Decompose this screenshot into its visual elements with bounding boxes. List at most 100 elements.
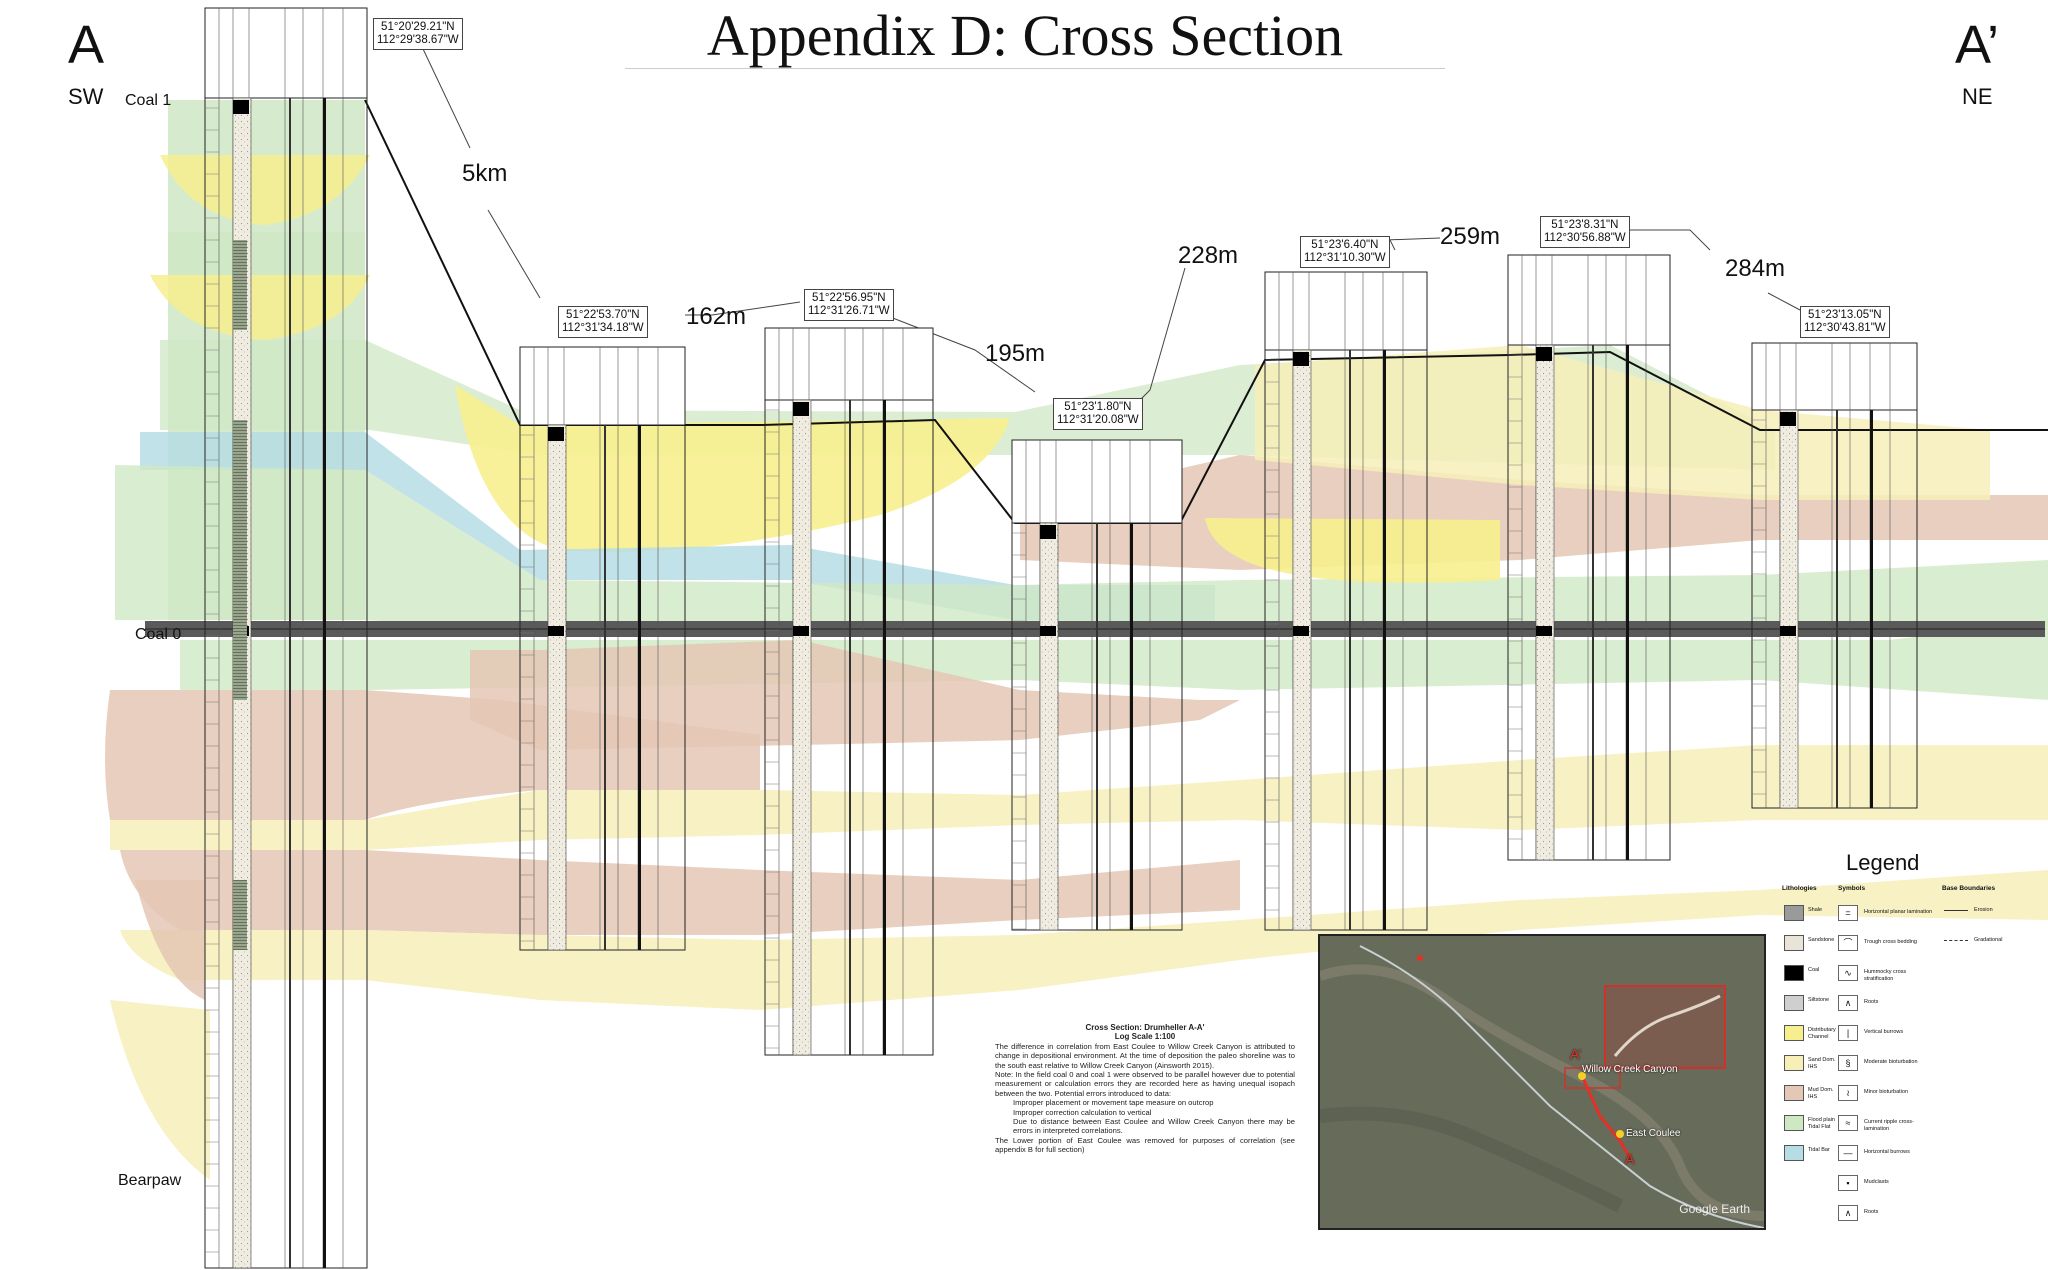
coal-bed — [1780, 626, 1796, 636]
legend-symbol-label: Current ripple cross-lamination — [1864, 1119, 1914, 1132]
legend-boundary-label: Erosion — [1974, 907, 1993, 913]
facies-trace — [1349, 350, 1351, 930]
band-tidalbar — [140, 432, 1215, 622]
legend-title: Legend — [1846, 850, 1920, 875]
legend-symbol-icon: | — [1838, 1025, 1858, 1041]
legend-symbol-label: Roots — [1864, 1209, 1879, 1215]
shale-interval — [233, 470, 247, 700]
facies-trace — [604, 425, 606, 950]
section-log-header — [519, 346, 686, 426]
legend-symbol-icon: — — [1838, 1145, 1858, 1161]
coal-bed-top — [548, 427, 564, 441]
gamma-ray-trace — [1870, 410, 1873, 808]
legend-swatch — [1784, 1025, 1804, 1041]
band-mudihs-lower — [120, 850, 1240, 935]
section-logs — [204, 7, 1918, 1269]
gamma-ray-trace — [323, 98, 326, 1268]
page-title: Appendix D: Cross Section — [706, 3, 1344, 68]
legend-symbol-label: Minor bioturbation — [1864, 1089, 1909, 1095]
distance-label: 162m — [686, 303, 747, 330]
coal-bed — [1040, 626, 1056, 636]
section-log-header — [1011, 439, 1183, 524]
legend-swatch — [1784, 965, 1804, 981]
cross-section-caption: Cross Section: Drumheller A-A' Log Scale… — [995, 1023, 1295, 1155]
band-floodplain-mid-left — [168, 232, 365, 275]
coal-bed-top — [1293, 352, 1309, 366]
legend-symbol-label: Horizontal planar lamination — [1864, 909, 1933, 915]
coal-bed — [793, 626, 809, 636]
gamma-ray-trace — [1626, 345, 1629, 860]
coal-bed-top — [1536, 347, 1552, 361]
band-mudihs-bottom-left — [135, 880, 205, 1000]
shale-interval — [233, 240, 247, 330]
lithology-column — [1535, 344, 1555, 861]
legend-symbol-icon: ∧ — [1838, 1205, 1858, 1221]
legend-lithology-label: Tidal Bar — [1808, 1147, 1830, 1153]
legend-lithology-label: Shale — [1808, 907, 1823, 913]
legend-lithology-label: Sandstone — [1808, 937, 1835, 943]
band-sand-lower — [120, 870, 2048, 1010]
coal-bed-top — [793, 402, 809, 416]
legend-swatch — [1784, 1085, 1804, 1101]
legend-symbol-label: Mudclasts — [1864, 1179, 1889, 1185]
band-sand-mid — [110, 745, 2048, 850]
legend-symbol-icon: = — [1838, 905, 1858, 921]
marker-coal-0: Coal 0 — [135, 626, 182, 643]
legend-symbols-header: Symbols — [1838, 885, 1866, 892]
band-sand-right-top — [1255, 345, 1990, 500]
legend-boundary-label: Gradational — [1974, 937, 2003, 943]
coal-bed-top — [1780, 412, 1796, 426]
endpoint-right-direction: NE — [1962, 84, 1993, 109]
lithology-column — [1292, 349, 1312, 931]
gamma-ray-trace — [638, 425, 641, 950]
legend-lithology-label: Mud Dom. IHS — [1808, 1087, 1834, 1100]
lithology-column — [792, 399, 812, 1056]
coal-bed — [1293, 626, 1309, 636]
legend-swatch — [1784, 1115, 1804, 1131]
distance-label: 5km — [462, 160, 508, 187]
band-mudihs-left-lobe — [105, 690, 760, 820]
legend-swatch — [1784, 905, 1804, 921]
band-channel-wedge — [455, 385, 1010, 552]
map-label-a: A — [1625, 1151, 1635, 1167]
location-map: Willow Creek Canyon East Coulee A A’ Goo… — [1318, 934, 1766, 1230]
legend-symbol-icon: ∿ — [1838, 965, 1858, 981]
facies-trace — [1592, 345, 1594, 860]
section-log-header — [1264, 271, 1428, 351]
endpoint-right-letter: A’ — [1955, 15, 2000, 75]
gradational-boundary-icon — [1944, 940, 1968, 942]
legend-symbol-label: Roots — [1864, 999, 1879, 1005]
legend-swatch — [1784, 935, 1804, 951]
coal-bed — [1536, 626, 1552, 636]
legend-lithology-label: Flood plain Tidal Flat — [1808, 1117, 1835, 1130]
map-label-east-coulee: East Coulee — [1626, 1128, 1681, 1139]
legend-symbol-label: Horizontal burrows — [1864, 1149, 1910, 1155]
lithology-column — [1039, 522, 1059, 931]
coal-bed — [548, 626, 564, 636]
gamma-ray-trace — [883, 400, 886, 1055]
shale-interval — [233, 420, 247, 470]
legend-lithology-label: Distributary Channel — [1808, 1027, 1836, 1040]
distance-label: 195m — [985, 340, 1046, 367]
section-log-header — [1507, 254, 1671, 346]
facies-trace — [849, 400, 851, 1055]
band-sand-bottom-left — [110, 1000, 210, 1180]
legend-symbol-label: Vertical burrows — [1864, 1029, 1904, 1035]
band-channel-right — [1205, 518, 1500, 583]
distance-label: 228m — [1178, 242, 1239, 269]
coal-bed-top — [233, 100, 249, 114]
legend-lithology-label: Siltstone — [1808, 997, 1830, 1003]
gamma-ray-trace — [1383, 350, 1386, 930]
band-floodplain-wide — [115, 465, 2048, 632]
shale-interval — [233, 880, 247, 950]
legend-swatch — [1784, 1145, 1804, 1161]
legend-boundaries-header: Base Boundaries — [1942, 885, 1996, 892]
distance-label: 259m — [1440, 223, 1501, 250]
legend-symbol-icon: § — [1838, 1055, 1858, 1071]
